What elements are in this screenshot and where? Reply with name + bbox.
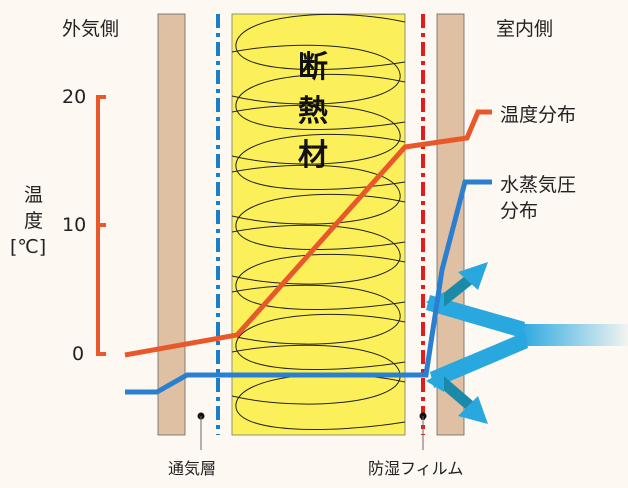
inside-label: 室内側 (496, 18, 554, 40)
insulation-loop (235, 193, 406, 250)
insulation-loop (235, 253, 406, 310)
insulation-loop (231, 164, 401, 225)
insulation-loop (235, 133, 406, 190)
temperature-distribution-label: 温度分布 (500, 104, 577, 126)
temperature-line (124, 109, 492, 358)
insulation-loop (231, 44, 401, 105)
insulation-label-2: 熱 (298, 94, 328, 129)
outside-label: 外気側 (62, 18, 120, 40)
insulation-label-3: 材 (298, 138, 328, 173)
axis-title-1: 温 (24, 184, 44, 206)
temperature-axis (96, 95, 106, 356)
tick-20: 20 (62, 86, 87, 108)
insulation-label-1: 断 (298, 50, 328, 85)
insulation-loop (235, 13, 406, 70)
tick-0: 0 (72, 343, 85, 365)
axis-unit: [℃] (10, 236, 47, 258)
air-layer-label: 通気層 (168, 459, 217, 478)
axis-title-2: 度 (24, 210, 44, 232)
exterior-board (157, 13, 186, 436)
moisture-arrows (426, 262, 628, 424)
vapor-pressure-label-1: 水蒸気圧 (500, 174, 577, 196)
insulation-loop (231, 104, 401, 165)
tick-10: 10 (62, 214, 87, 236)
vapor-pressure-line (125, 179, 492, 395)
insulation-loop (235, 73, 406, 130)
vapor-barrier-label: 防湿フィルム (368, 459, 464, 478)
insulation-loop (235, 313, 406, 370)
vapor-pressure-label-2: 分布 (500, 200, 539, 222)
insulation-loop (231, 224, 401, 285)
insulation-loop (231, 284, 401, 345)
